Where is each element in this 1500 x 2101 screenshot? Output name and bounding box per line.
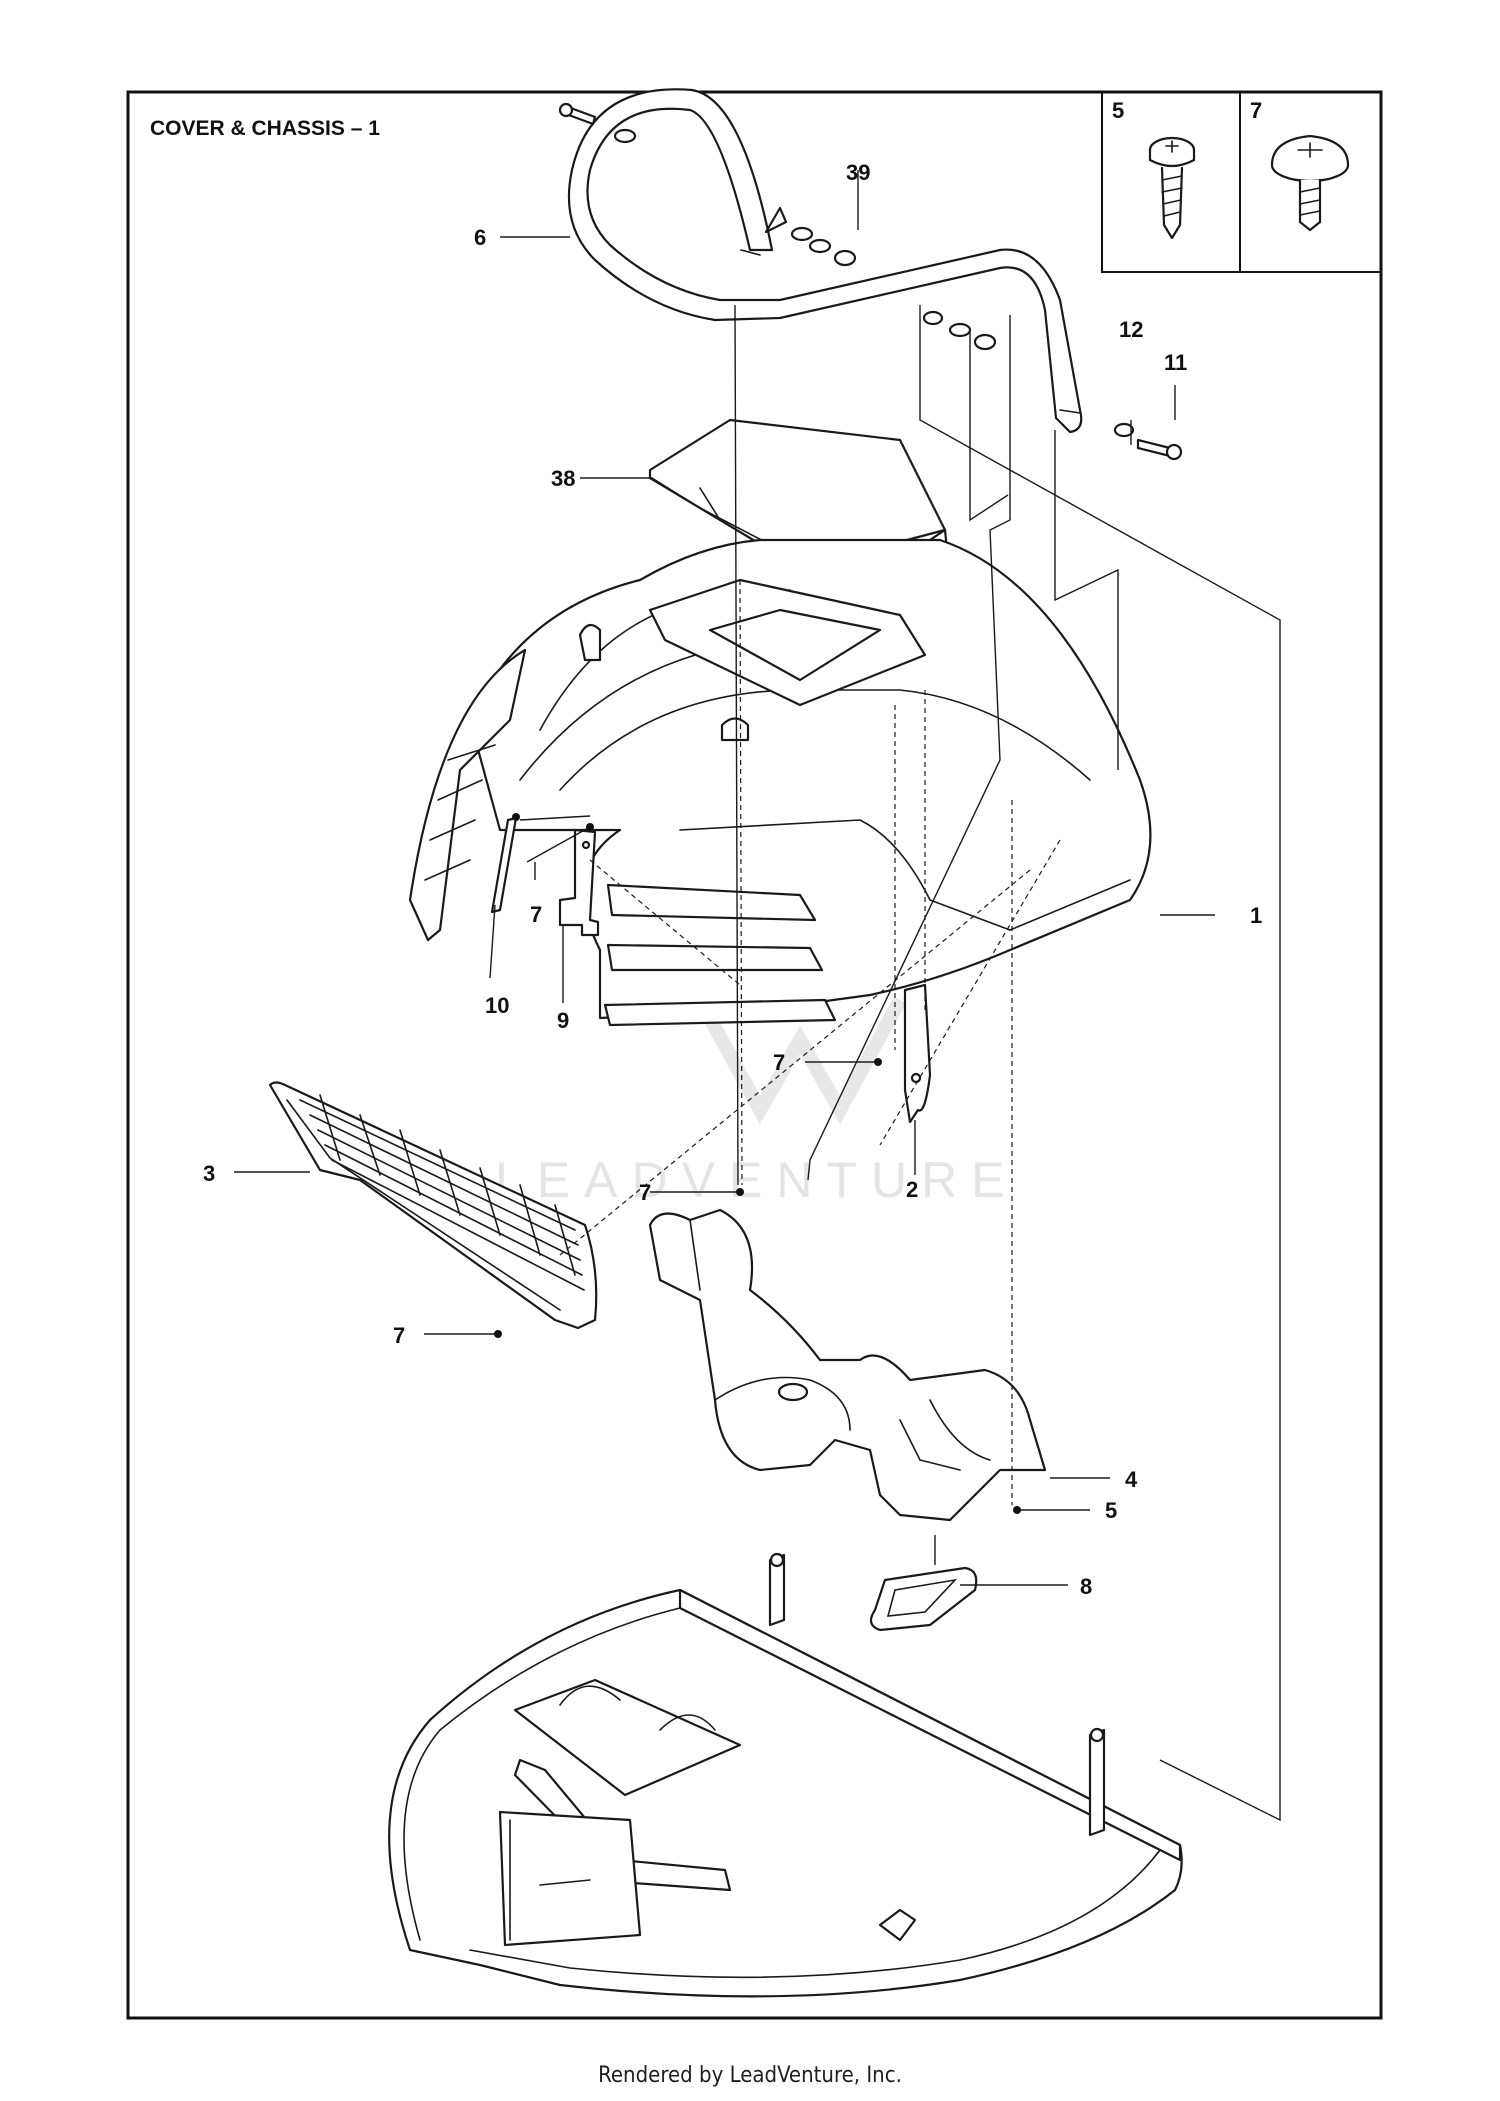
diagram-title: COVER & CHASSIS – 1 xyxy=(150,117,380,140)
callout-5: 5 xyxy=(1105,1498,1117,1523)
callout-8: 8 xyxy=(1080,1574,1092,1599)
phillips-bolt-icon xyxy=(1270,134,1350,232)
callout-7-left: 7 xyxy=(530,902,542,927)
inset-bolt-label: 7 xyxy=(1250,98,1262,123)
strip-part-10 xyxy=(490,816,518,914)
clip-part-2 xyxy=(903,983,932,1124)
callout-12: 12 xyxy=(1119,317,1143,342)
callout-labels: 1 2 3 4 5 6 7 7 7 7 8 9 10 11 12 38 39 xyxy=(203,160,1262,1599)
callout-10: 10 xyxy=(485,993,509,1018)
callout-6: 6 xyxy=(474,225,486,250)
callout-1: 1 xyxy=(1250,903,1262,928)
callout-7-middle: 7 xyxy=(773,1050,785,1075)
watermark-logo xyxy=(693,996,907,1125)
main-cover-part xyxy=(408,538,1152,1027)
callout-38: 38 xyxy=(551,466,575,491)
handle-bar-part xyxy=(567,88,1083,434)
grille-mesh xyxy=(299,1094,585,1291)
torx-screw-icon xyxy=(1148,136,1196,240)
assembly-lines xyxy=(519,304,1281,1822)
bracket-part-9 xyxy=(558,828,600,937)
diagram-frame xyxy=(126,90,1383,2020)
callout-leaders xyxy=(234,170,1215,1586)
footer-credit: Rendered by LeadVenture, Inc. xyxy=(598,2063,902,2088)
grille-part-3 xyxy=(268,1081,598,1330)
handle-fasteners xyxy=(558,102,1183,461)
gasket-part-8 xyxy=(869,1566,978,1632)
inset-screw-label: 5 xyxy=(1112,98,1124,123)
callout-11: 11 xyxy=(1164,350,1187,375)
callout-2: 2 xyxy=(906,1177,918,1202)
fastener-inset: 5 7 xyxy=(1101,91,1382,273)
callout-7-lower: 7 xyxy=(393,1323,405,1348)
watermark-text: LEADVENTURE xyxy=(495,1152,1019,1208)
lower-shroud-part-4 xyxy=(648,1208,1047,1522)
callout-39: 39 xyxy=(846,160,870,185)
callout-4: 4 xyxy=(1125,1467,1138,1492)
chassis-frame-part xyxy=(388,1552,1183,1998)
callout-9: 9 xyxy=(557,1008,569,1033)
callout-3: 3 xyxy=(203,1161,215,1186)
callout-7-center: 7 xyxy=(639,1180,651,1205)
